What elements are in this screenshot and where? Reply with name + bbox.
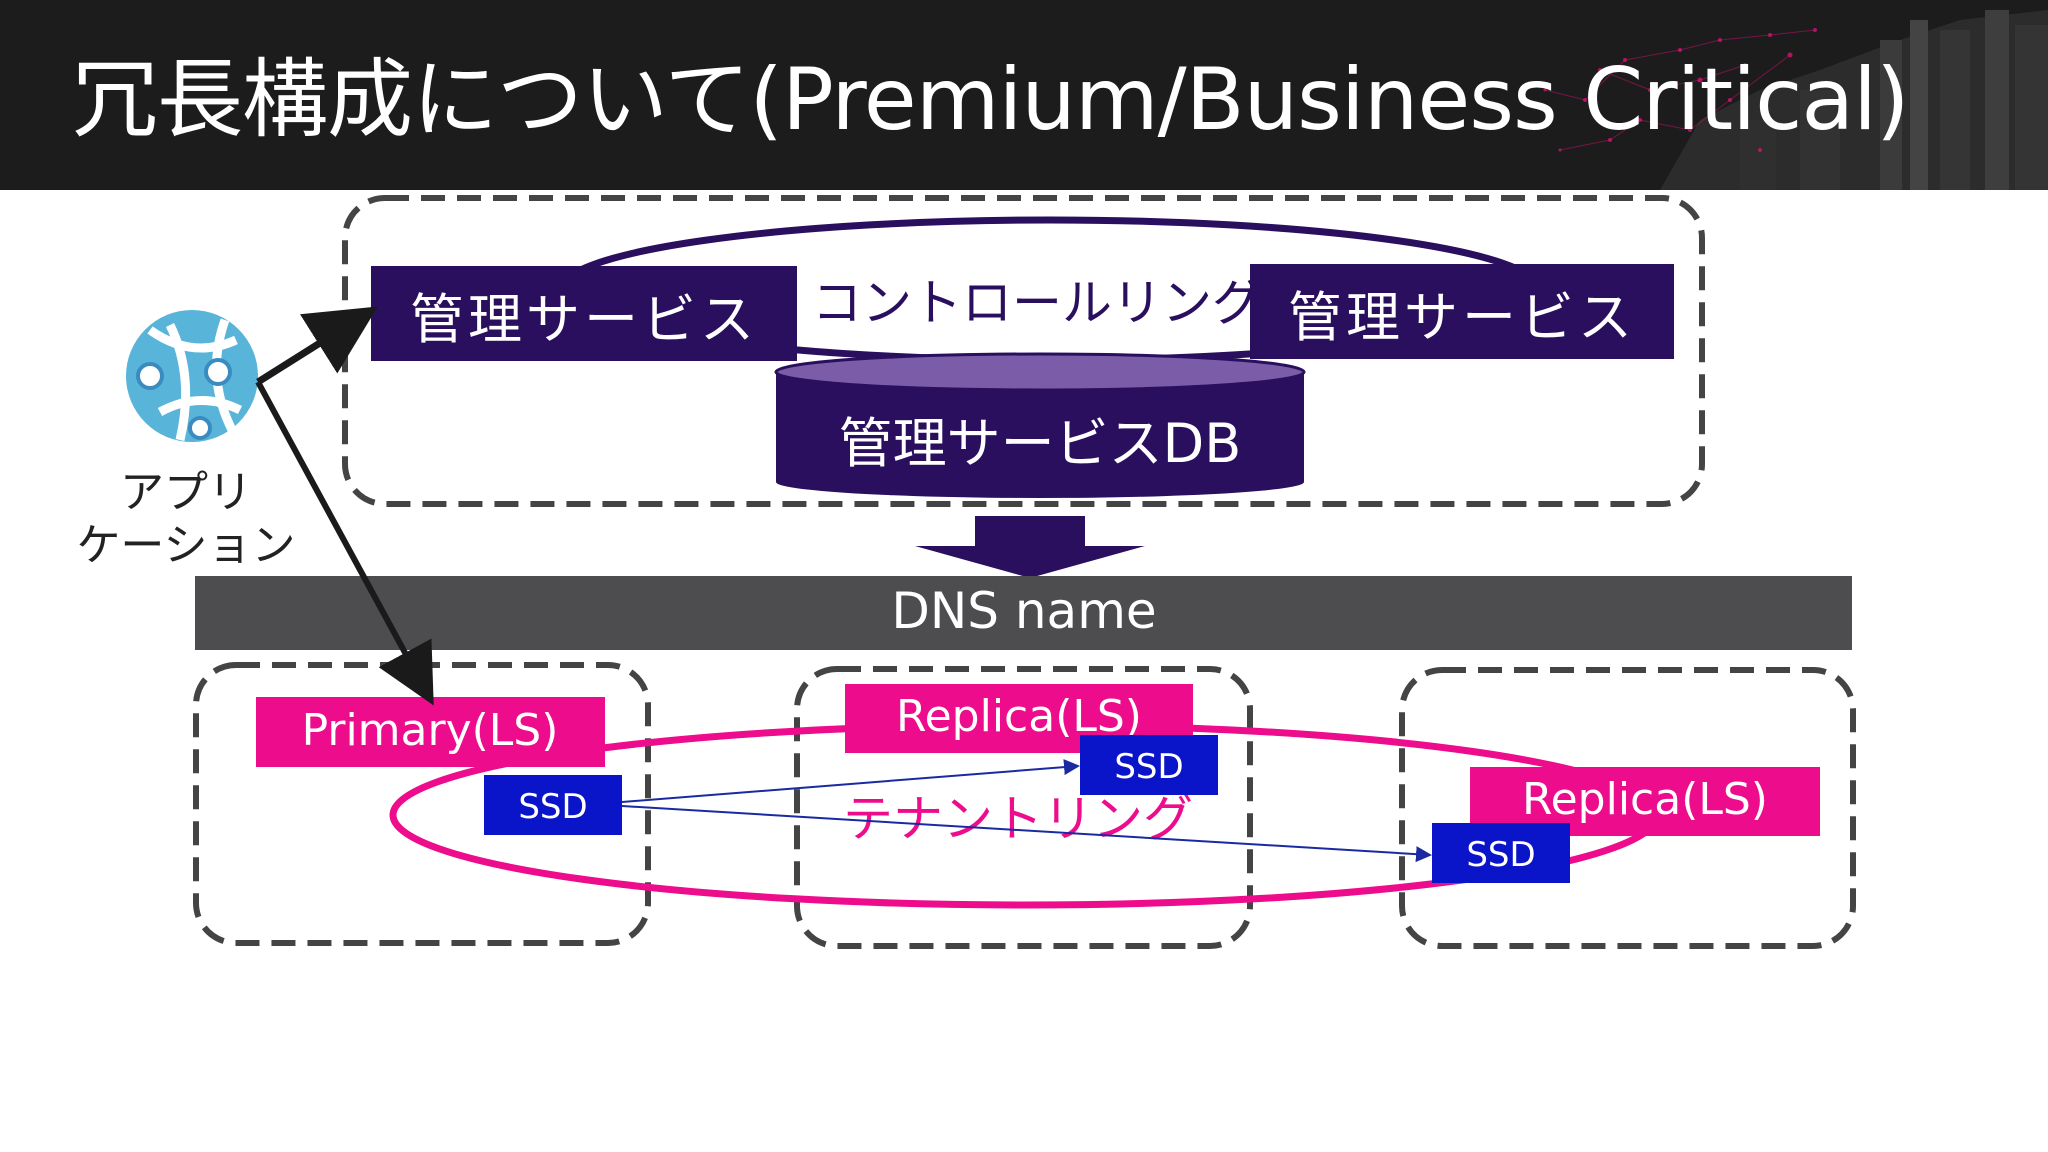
control-ring-label: コントロールリング	[812, 274, 1262, 332]
replica-node-container-middle	[794, 666, 1253, 949]
primary-box	[256, 697, 605, 767]
management-db-label: 管理サービスDB	[839, 412, 1242, 475]
replica-node-container-right	[1399, 667, 1856, 949]
ssd-box-primary-label: SSD	[518, 787, 587, 827]
primary-box-label: Primary(LS)	[302, 705, 559, 756]
ssd-box-right-label: SSD	[1466, 835, 1535, 875]
management-db-cylinder	[774, 352, 1306, 498]
app-to-management-arrow	[256, 306, 378, 385]
management-service-left-label: 管理サービス	[410, 288, 758, 351]
down-arrow	[915, 516, 1145, 578]
replica-box-middle-label: Replica(LS)	[896, 691, 1142, 742]
title-bar: 冗長構成について(Premium/Business Critical)	[0, 0, 2048, 190]
replication-arrow-to-right	[621, 805, 1432, 863]
web-app-globe-icon	[126, 310, 258, 442]
management-service-right-label: 管理サービス	[1288, 286, 1636, 349]
dns-bar	[195, 576, 1852, 650]
app-to-primary-arrow	[255, 380, 434, 706]
app-label-line2: ケーション	[76, 520, 295, 571]
ssd-box-primary	[484, 775, 622, 835]
city-skyline-decoration	[1543, 10, 2048, 190]
management-service-right	[1250, 264, 1674, 359]
page-title: 冗長構成について(Premium/Business Critical)	[72, 50, 1910, 150]
dns-bar-label: DNS name	[891, 582, 1156, 640]
app-label-line1: アプリ	[120, 467, 252, 518]
replica-box-right-label: Replica(LS)	[1522, 774, 1768, 825]
ssd-box-right	[1432, 823, 1570, 883]
tenant-ring-label: テナントリング	[843, 790, 1193, 848]
ssd-box-middle-label: SSD	[1114, 747, 1183, 787]
replication-arrow-to-middle	[621, 759, 1080, 803]
ssd-box-middle	[1080, 735, 1218, 795]
management-service-left	[371, 266, 797, 361]
